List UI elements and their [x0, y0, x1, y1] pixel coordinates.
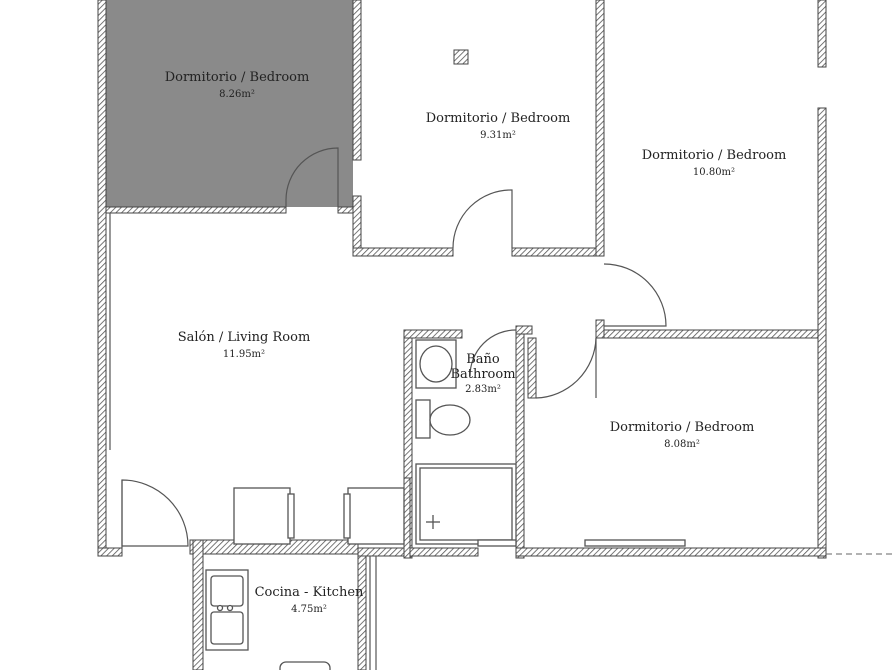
room-area: 8.08m² — [664, 439, 700, 450]
label-bedroom-2: Dormitorio / Bedroom 9.31m² — [426, 111, 571, 141]
room-name: Dormitorio / Bedroom — [425, 111, 571, 126]
room-name-bottom: Bathroom — [450, 367, 516, 382]
wall-bedroom4-left — [527, 337, 537, 399]
label-living-room: Salón / Living Room 11.95m² — [178, 330, 311, 360]
wall-bathroom-right-top — [515, 325, 533, 335]
room-area: 8.26m² — [219, 89, 255, 100]
wall-kitchen-right — [357, 555, 367, 670]
label-bedroom-4: Dormitorio / Bedroom 8.08m² — [610, 420, 755, 450]
room-area: 4.75m² — [291, 604, 327, 615]
room-area: 2.83m² — [465, 384, 501, 395]
label-kitchen: Cocina - Kitchen 4.75m² — [255, 585, 364, 615]
appliance-right — [347, 487, 405, 545]
wall-bathroom-right — [515, 329, 525, 559]
wall-bottom-right — [515, 547, 827, 557]
wall-right-upper — [817, 0, 827, 68]
label-bedroom-1: Dormitorio / Bedroom 8.26m² — [165, 70, 310, 100]
wall-bedroom3-bottom — [595, 329, 819, 339]
wall-bedroom2-right — [595, 0, 605, 257]
wall-living-right-stub — [403, 477, 411, 559]
wall-bedroom3-stub — [595, 319, 605, 339]
wall-bedroom2-bottom-right — [511, 247, 605, 257]
room-name: Salón / Living Room — [177, 330, 311, 345]
door-bedroom3 — [603, 263, 667, 327]
wall-bedroom2-left-lower — [352, 195, 362, 257]
room-area: 11.95m² — [222, 349, 266, 360]
window-bathroom — [477, 539, 517, 547]
window-bedroom4 — [584, 539, 686, 547]
door-bedroom1 — [285, 147, 339, 207]
room-area: 10.80m² — [692, 167, 736, 178]
door-bathroom — [469, 329, 517, 377]
room-name: Dormitorio / Bedroom — [164, 70, 310, 85]
wall-left-outer — [97, 0, 107, 556]
wall-kitchen-left — [192, 539, 204, 670]
appliance-left — [233, 487, 291, 545]
bedroom-1-highlight — [106, 0, 353, 207]
door-bedroom4 — [535, 337, 597, 399]
wall-bedroom1-right — [352, 0, 362, 161]
column-marker — [453, 49, 469, 65]
room-name: Dormitorio / Bedroom — [609, 420, 755, 435]
wall-living-bottom-left — [97, 547, 123, 557]
toilet — [415, 399, 431, 439]
room-name-top: Baño — [466, 352, 500, 367]
room-name: Dormitorio / Bedroom — [641, 148, 787, 163]
stove — [279, 661, 331, 670]
door-bedroom2 — [452, 189, 513, 249]
room-area: 9.31m² — [480, 130, 516, 141]
label-bedroom-3: Dormitorio / Bedroom 10.80m² — [642, 148, 787, 178]
door-entrance — [121, 479, 189, 547]
room-name: Cocina - Kitchen — [254, 585, 364, 600]
wall-right-lower — [817, 107, 827, 559]
wall-bottom-center — [357, 547, 479, 557]
wall-bathroom-top — [403, 329, 463, 339]
wall-bedroom2-bottom-left — [352, 247, 454, 257]
wall-bedroom1-bottom — [105, 206, 287, 214]
label-bathroom: Baño Bathroom 2.83m² — [450, 352, 515, 397]
